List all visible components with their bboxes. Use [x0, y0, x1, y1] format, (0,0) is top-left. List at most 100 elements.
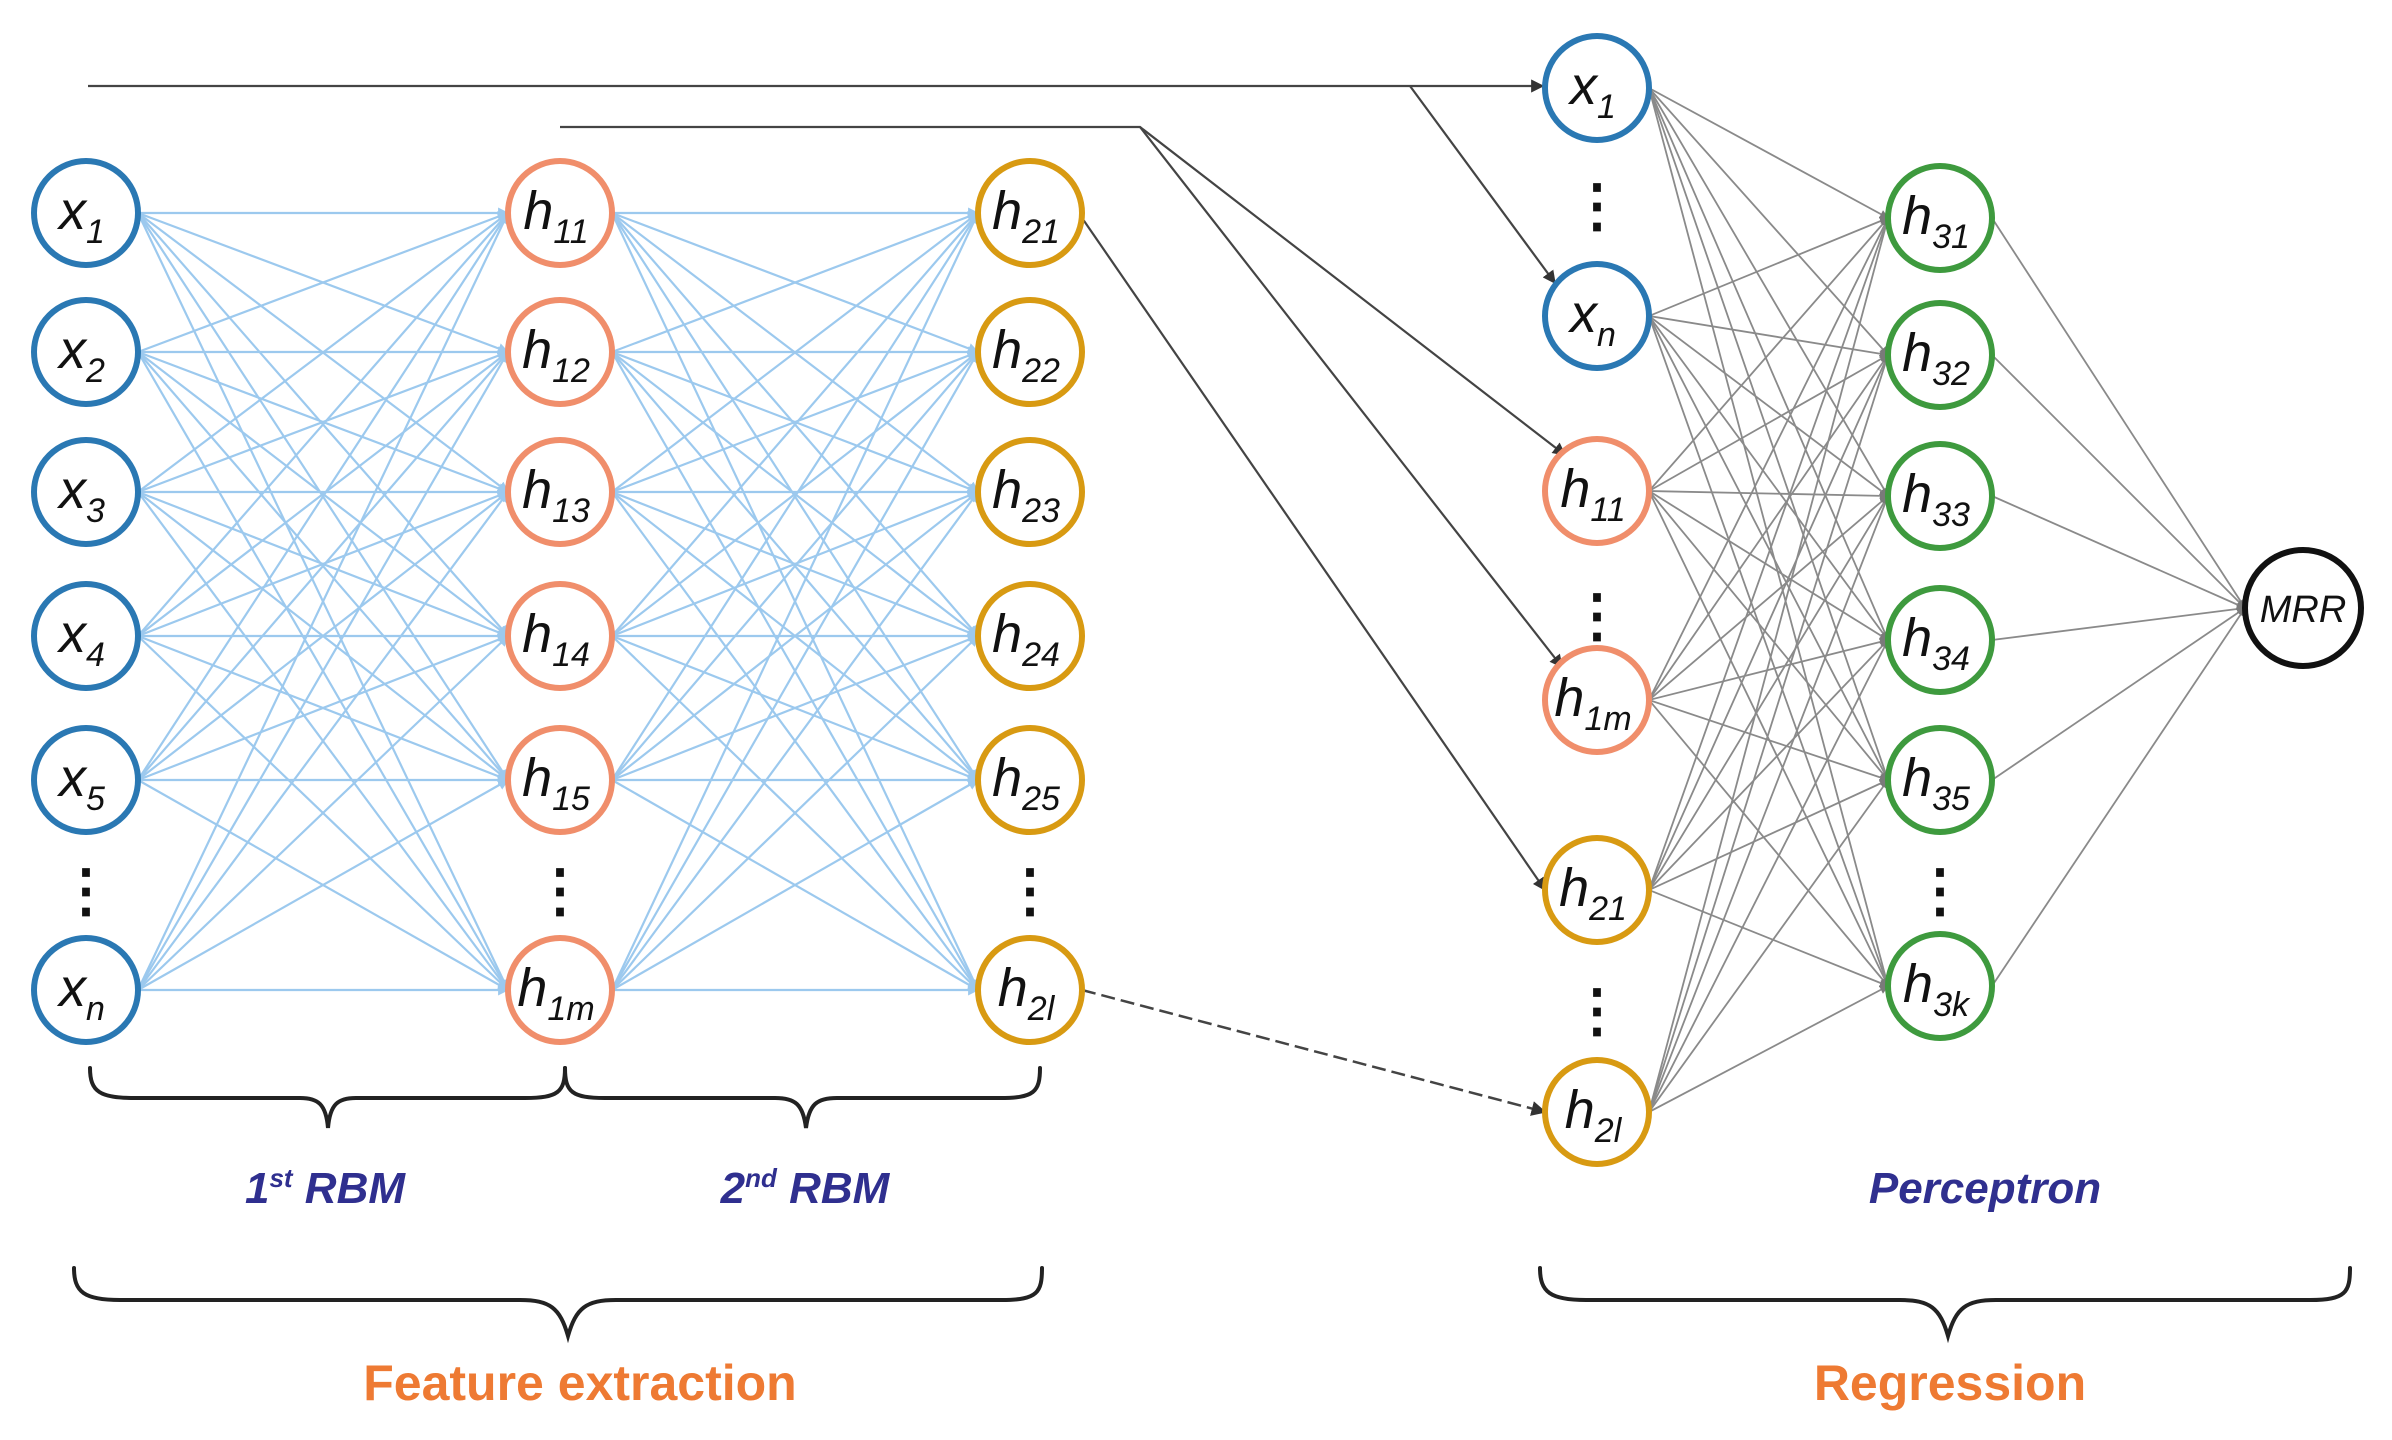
skip-edge	[1409, 85, 1556, 285]
node-label-subscript: 4	[86, 636, 105, 674]
node-label-base: h	[1902, 186, 1932, 246]
vertical-ellipsis: ⋮	[57, 858, 115, 923]
hidden2-node: h24	[975, 581, 1085, 691]
node-label-subscript: 21	[1021, 213, 1060, 251]
perceptron-edge	[1648, 985, 1889, 1113]
node-label-subscript: 23	[1021, 492, 1060, 530]
hidden3-node-label: h31	[1902, 186, 1970, 256]
node-label-base: h	[1903, 954, 1933, 1014]
input-node-label: x3	[56, 460, 105, 530]
hidden1-node: h14	[505, 581, 615, 691]
node-label-base: h	[1559, 858, 1589, 918]
node-label-subscript: 12	[552, 352, 590, 390]
perceptron-edge	[1648, 699, 1889, 782]
hidden2-node: h22	[975, 297, 1085, 407]
perceptron-edge	[1648, 495, 1889, 891]
hidden1-node-circle	[505, 581, 615, 691]
rbm1-edge	[137, 351, 509, 991]
node-label-base: h	[998, 958, 1028, 1018]
node-label-base: h	[517, 958, 547, 1018]
perceptron-edge	[1648, 779, 1889, 1113]
skip-edge	[1081, 988, 1547, 1116]
rbm2-edge	[611, 779, 979, 991]
perceptron-edge	[1648, 354, 1890, 1113]
perceptron-edge	[1648, 490, 1889, 781]
node-label-base: h	[1560, 459, 1590, 519]
perceptron-edge	[1648, 639, 1889, 1113]
node-label-subscript: 33	[1932, 496, 1970, 534]
perceptron-input-node: h2l	[1542, 1057, 1652, 1167]
rbm2-edge	[611, 635, 979, 991]
perceptron-edge	[1648, 490, 1889, 501]
node-label-subscript: n	[86, 990, 105, 1028]
hidden2-node: h2l	[975, 935, 1085, 1045]
node-label-subscript: 3	[86, 492, 105, 530]
input-node: x1	[31, 158, 141, 268]
node-label-subscript: 13	[552, 492, 590, 530]
rbm1-edge	[137, 212, 509, 493]
hidden1-node: h13	[505, 437, 615, 547]
hidden3-node: h34	[1885, 585, 1995, 695]
brace-rbm1	[88, 1066, 567, 1129]
rbm2-edge	[611, 212, 979, 781]
hidden3-node-circle	[1885, 585, 1995, 695]
input-node: xn	[31, 935, 141, 1045]
perceptron-input-node: xn	[1542, 261, 1652, 371]
node-label-subscript: 2l	[1027, 990, 1056, 1028]
node-label-subscript: 3k	[1933, 986, 1971, 1024]
hidden1-node-label: h11	[523, 181, 588, 251]
hidden2-node-circle	[975, 725, 1085, 835]
hidden3-node: h32	[1885, 300, 1995, 410]
skip-edge	[1139, 126, 1563, 669]
perceptron-connections	[1648, 87, 2246, 1113]
hidden2-node-label: h23	[992, 460, 1060, 530]
hidden1-node: h12	[505, 297, 615, 407]
node-label-subscript: 21	[1588, 890, 1627, 928]
hidden1-node-label: h15	[522, 748, 590, 818]
node-label-subscript: 25	[1021, 780, 1060, 818]
hidden3-node-label: h35	[1902, 748, 1970, 818]
input-node-label: x2	[56, 320, 105, 390]
hidden2-node-circle	[975, 297, 1085, 407]
perceptron-label: Perceptron	[1869, 1164, 2101, 1213]
hidden1-node: h1m	[505, 935, 615, 1045]
node-label-base: x	[1567, 56, 1599, 116]
node-label-subscript: 31	[1932, 218, 1970, 256]
rbm1-edge	[137, 212, 509, 781]
node-label-subscript: 2	[85, 352, 105, 390]
node-label-base: x	[56, 604, 88, 664]
node-label-base: h	[523, 181, 553, 241]
output-edge	[1991, 354, 2246, 609]
input-node-label: x1	[56, 181, 105, 251]
rbm2-edge	[611, 350, 980, 494]
braces	[72, 1066, 2352, 1344]
rbm2-label: 2nd RBM	[720, 1163, 891, 1213]
output-edge	[1991, 217, 2246, 609]
rbm2-edge	[611, 634, 980, 782]
node-label-base: h	[992, 748, 1022, 808]
hidden3-node: h3k	[1885, 931, 1995, 1041]
rbm2-edge	[611, 211, 980, 354]
ellipsis-markers: ⋮⋮⋮⋮⋮⋮⋮	[57, 173, 1969, 1043]
rbm2-edge	[611, 212, 979, 637]
perceptron-input-node-label: h11	[1560, 459, 1625, 529]
node-label-subscript: 1	[1597, 88, 1616, 126]
hidden1-node-label: h1m	[517, 958, 594, 1028]
node-label-subscript: 24	[1021, 636, 1060, 674]
node-label-base: h	[992, 320, 1022, 380]
rbm1-edge	[137, 351, 509, 637]
perceptron-edge	[1648, 354, 1889, 492]
perceptron-input-node-label: h1m	[1554, 668, 1631, 738]
hidden2-node-circle	[975, 437, 1085, 547]
feature-extraction-label: Feature extraction	[363, 1355, 796, 1411]
node-label-subscript: 14	[552, 636, 590, 674]
node-label-subscript: 2l	[1594, 1112, 1623, 1150]
hidden1-node-circle	[505, 437, 615, 547]
perceptron-input-node: h11	[1542, 436, 1652, 546]
rbm-connections	[137, 207, 980, 996]
perceptron-edge	[1648, 217, 1890, 891]
node-label-base: x	[56, 958, 88, 1018]
